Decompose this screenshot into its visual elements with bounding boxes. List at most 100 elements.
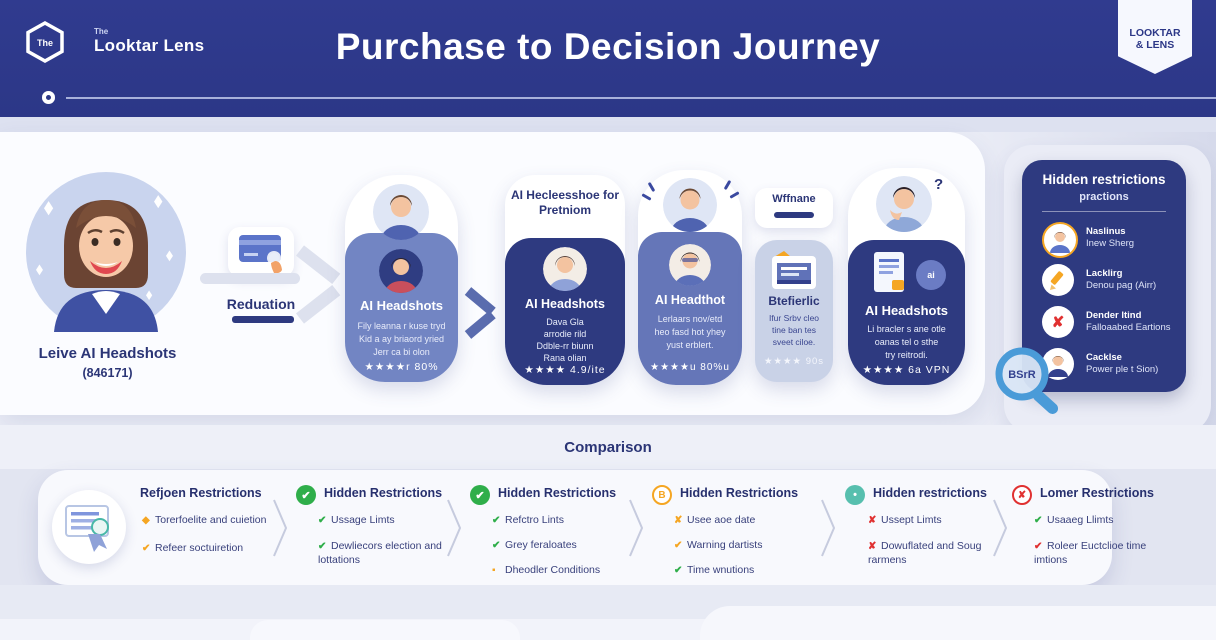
progress-line	[66, 97, 1216, 99]
comparison-item-text: Dheodler Conditions	[505, 564, 601, 576]
comparison-item: ✔ Refeer soctuiretion	[142, 542, 312, 556]
journey-card-4-badge	[755, 188, 833, 228]
sparkle-icon: ◆	[146, 287, 153, 302]
check-icon: ✔	[1034, 541, 1043, 552]
avatar-man-frustrated-icon	[663, 178, 717, 232]
card-text-line: yust erblert.	[666, 340, 714, 350]
comparison-item-text: Usee aoe date	[687, 514, 756, 526]
card-text-line: tine ban tes	[772, 325, 816, 335]
comparison-item-text: Time wnutions	[687, 564, 755, 576]
sparkle-icon: ◆	[44, 196, 54, 218]
bottom-peek-card	[700, 606, 1216, 640]
check-icon: ✔	[674, 540, 683, 551]
comparison-item: ✔ Refctro Lints	[492, 514, 642, 528]
card-text-line: Ddble-rr biunn	[536, 341, 594, 351]
badge-underline	[774, 212, 814, 218]
card-text-line: arrodie rild	[543, 329, 587, 339]
side-item-line1: Dender ltind	[1086, 310, 1142, 321]
comparison-item-text: Grey feraloates	[505, 539, 577, 551]
teal-circle-icon: •	[845, 485, 865, 505]
comparison-item: ✘Dowuflated and Soug rarmens	[868, 540, 988, 567]
avatar-woman: ◆ ◆ ◆ ◆ ◆	[26, 172, 186, 332]
card-text-line: Rana olian	[543, 353, 587, 363]
ribbon-badge-label: LOOKTAR & LENS	[1118, 27, 1192, 51]
header-divider-strip	[0, 117, 1216, 132]
side-item-line1: Naslinus	[1086, 226, 1126, 237]
avatar-person-confused-icon	[876, 176, 932, 232]
comparison-item-text: Refctro Lints	[505, 514, 564, 526]
ribbon-line2: & LENS	[1135, 39, 1175, 51]
comparison-col-header: Refjoen Restrictions	[140, 486, 262, 500]
comparison-item: ▪Dheodler Conditions	[492, 564, 642, 578]
card-text-line: oanas tel o sthe	[874, 337, 939, 347]
star-rating: ★★★★r 80%	[364, 361, 439, 373]
side-item-line2: Falloaabed Eartions	[1086, 322, 1171, 333]
flow-arrow-bar	[200, 273, 300, 284]
check-circle-icon: ✔	[470, 485, 490, 505]
chevron-separator-icon	[821, 499, 836, 557]
comparison-item: ✔Ussage Limts	[318, 514, 458, 528]
comparison-col-header: Hidden Restrictions	[324, 486, 443, 500]
card-text-line: Fily leanna r kuse tryd	[357, 321, 446, 331]
comparison-item-text: Warning dartists	[687, 539, 763, 551]
svg-text:The: The	[37, 38, 53, 48]
comparison-item: ✔Dewliecors election and lottations	[318, 540, 450, 567]
check-icon: ✔	[318, 515, 327, 526]
question-mark-icon: ?	[934, 176, 944, 193]
check-icon: ✔	[674, 565, 683, 576]
sparkle-icon: ◆	[166, 246, 173, 263]
card-text-line: Kid a ay briaord yried	[358, 334, 445, 344]
comparison-item: ◆Torerfoelite and cuietion	[142, 514, 312, 528]
comparison-item: ✔Usaaeg Llimts	[1034, 514, 1164, 528]
comparison-item: ✘Ussept Limts	[868, 514, 998, 528]
star-rating: ★★★★ 90s	[763, 356, 825, 367]
progress-dot-icon	[42, 91, 55, 104]
card-text-line: sveet ciloe.	[772, 337, 816, 347]
check-icon: ✔	[492, 515, 501, 526]
comparison-item-text: Dewliecors election and lottations	[318, 540, 442, 566]
check-icon: ✔	[1034, 515, 1043, 526]
credit-card-icon	[228, 227, 294, 277]
comparison-item-text: Ussept Limts	[881, 514, 942, 526]
magnifier-icon: BSrR	[988, 344, 1070, 426]
check-icon: ✔	[142, 543, 151, 554]
card-title: AI Headshots	[864, 303, 949, 318]
document-icon	[872, 250, 908, 296]
card-badge-label: Wffnane	[772, 193, 816, 205]
coin-icon: B	[652, 485, 672, 505]
side-panel-divider	[1042, 211, 1166, 212]
page-title: Purchase to Decision Journey	[335, 26, 881, 67]
logo-name: Looktar Lens	[94, 36, 205, 55]
red-cross-circle-icon: ✘	[1012, 485, 1032, 505]
comparison-item: ✔ Grey feraloates	[492, 539, 642, 553]
side-item-line1: Cacklse	[1086, 352, 1122, 363]
mini-avatar-icon	[379, 249, 423, 293]
comparison-item-text: Dowuflated and Soug rarmens	[868, 540, 982, 566]
comparison-col-header: Hidden Restrictions	[680, 486, 799, 500]
cross-icon: ✘	[868, 541, 877, 552]
card-text-line: try reitrodi.	[885, 350, 928, 360]
logo-hexagon-icon: The	[24, 20, 66, 64]
comparison-col-header: Hidden Restrictions	[498, 486, 617, 500]
mini-avatar-icon	[543, 247, 587, 291]
sparkle-icon: ◆	[36, 260, 43, 277]
envelope-icon	[770, 249, 818, 291]
comparison-item-text: Refeer soctuiretion	[155, 542, 244, 554]
comparison-top-strip	[0, 425, 1216, 469]
check-icon: ✔	[492, 540, 501, 551]
card-title: AI Headshots	[525, 297, 605, 311]
ribbon-line1: LOOKTAR	[1129, 27, 1181, 39]
document-hand-icon	[52, 490, 126, 564]
star-rating: ★★★★u 80%u	[650, 362, 730, 373]
side-item-line2: Inew Sherg	[1086, 238, 1135, 249]
side-panel-subtitle: practions	[1079, 191, 1129, 203]
logo-small-text: The	[94, 27, 109, 36]
comparison-item: ✔ Time wnutions	[674, 564, 824, 578]
chevron-separator-icon	[629, 499, 644, 557]
bottom-peek-card	[250, 620, 520, 640]
journey-card-5-body	[848, 240, 965, 385]
side-item-line2: Denou pag (Airr)	[1086, 280, 1157, 291]
card-title: AI Headshots	[359, 298, 444, 313]
card-text-line: Lerlaars nov/etd	[657, 314, 723, 324]
